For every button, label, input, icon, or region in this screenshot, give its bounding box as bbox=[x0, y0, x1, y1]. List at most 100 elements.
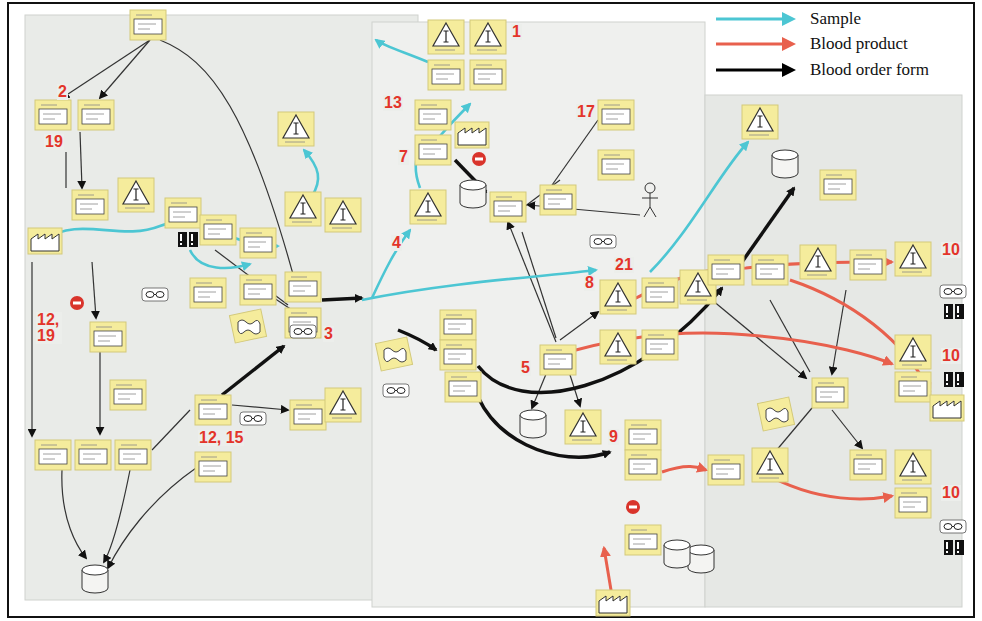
legend-arrow-line bbox=[716, 17, 784, 20]
order-form-lines bbox=[31, 262, 32, 436]
board-panel bbox=[25, 15, 418, 600]
sticky-notes bbox=[742, 105, 778, 139]
order-form-lines bbox=[65, 152, 66, 188]
sticky-notes bbox=[178, 232, 198, 247]
sticky-notes bbox=[240, 228, 276, 258]
callout-number: 19 bbox=[44, 134, 64, 150]
sticky-notes bbox=[383, 384, 409, 397]
sticky-notes bbox=[130, 10, 166, 40]
sticky-notes bbox=[28, 228, 62, 254]
callout-number: 21 bbox=[614, 257, 634, 273]
callout-number: 17 bbox=[576, 104, 596, 120]
sticky-notes bbox=[290, 325, 316, 338]
sticky-notes bbox=[757, 397, 794, 431]
sticky-notes bbox=[115, 440, 151, 470]
order-form-lines bbox=[32, 40, 862, 568]
sticky-notes bbox=[428, 60, 464, 90]
sticky-notes bbox=[596, 590, 630, 616]
sticky-notes bbox=[325, 198, 361, 232]
callout-number: 13 bbox=[383, 95, 403, 111]
order-form-thick-arrows bbox=[742, 188, 794, 262]
sticky-notes bbox=[229, 309, 266, 343]
sticky-notes bbox=[195, 395, 231, 425]
sticky-notes bbox=[895, 488, 931, 518]
sticky-notes bbox=[598, 150, 634, 180]
sticky-notes bbox=[82, 565, 108, 593]
sticky-notes bbox=[850, 450, 886, 480]
sticky-notes bbox=[772, 150, 798, 178]
sticky-notes bbox=[440, 310, 476, 340]
callout-number: 10 bbox=[941, 348, 961, 364]
sticky-notes bbox=[78, 100, 114, 130]
sticky-notes bbox=[820, 170, 856, 200]
sticky-notes bbox=[944, 372, 964, 387]
sticky-notes bbox=[472, 152, 486, 166]
sticky-notes bbox=[800, 245, 836, 279]
order-form-thick-arrows bbox=[472, 376, 610, 457]
sample-arrows bbox=[376, 40, 428, 62]
sticky-notes bbox=[28, 10, 966, 616]
sticky-notes bbox=[410, 190, 446, 224]
legend-arrow bbox=[714, 34, 798, 54]
callout-number: 12, 15 bbox=[198, 430, 244, 446]
sticky-notes bbox=[944, 304, 964, 319]
sticky-notes bbox=[642, 278, 678, 308]
sticky-notes bbox=[626, 500, 640, 514]
legend-arrow-line bbox=[716, 43, 784, 46]
sticky-notes bbox=[600, 330, 636, 364]
sticky-notes bbox=[895, 335, 931, 369]
sticky-notes bbox=[490, 192, 526, 222]
sample-arrows bbox=[362, 270, 596, 300]
sticky-notes bbox=[708, 255, 744, 285]
order-form-lines bbox=[80, 132, 82, 188]
sticky-notes bbox=[118, 178, 154, 212]
sticky-notes bbox=[142, 288, 168, 301]
sticky-notes bbox=[940, 520, 966, 533]
sticky-notes bbox=[565, 410, 601, 444]
sticky-notes bbox=[375, 337, 412, 371]
sticky-notes bbox=[35, 100, 71, 130]
sticky-notes bbox=[642, 330, 678, 360]
blood-product-arrows bbox=[568, 262, 930, 596]
legend-arrow bbox=[714, 9, 798, 29]
sticky-notes bbox=[625, 525, 661, 555]
order-form-lines bbox=[99, 350, 100, 434]
sticky-notes bbox=[812, 378, 848, 408]
order-form-lines bbox=[152, 410, 190, 450]
callout-number: 2 bbox=[57, 84, 68, 100]
order-form-thick-arrows bbox=[222, 160, 794, 457]
sticky-notes bbox=[752, 448, 788, 482]
legend-row: Blood order form bbox=[714, 57, 929, 83]
legend-label: Blood product bbox=[810, 34, 908, 54]
sticky-notes bbox=[325, 388, 361, 422]
sticky-notes bbox=[90, 322, 126, 352]
blood-product-arrows bbox=[662, 466, 706, 472]
sample-arrows bbox=[304, 150, 318, 196]
order-form-lines bbox=[545, 120, 598, 195]
sticky-notes bbox=[540, 185, 576, 215]
order-form-thick-arrows bbox=[322, 298, 362, 300]
sticky-notes bbox=[520, 410, 546, 438]
callout-number: 4 bbox=[391, 235, 402, 251]
callout-number: 10 bbox=[941, 242, 961, 258]
order-form-lines bbox=[832, 410, 862, 448]
sticky-notes bbox=[415, 135, 451, 165]
sticky-notes bbox=[240, 275, 276, 305]
order-form-thick-arrows bbox=[222, 346, 284, 395]
order-form-lines bbox=[62, 40, 150, 98]
sticky-notes bbox=[460, 180, 486, 208]
sticky-notes bbox=[70, 296, 84, 310]
sticky-notes bbox=[708, 455, 744, 485]
legend: SampleBlood productBlood order form bbox=[710, 6, 933, 83]
legend-row: Sample bbox=[714, 6, 929, 32]
order-form-lines bbox=[560, 312, 598, 340]
sample-arrows bbox=[372, 230, 410, 298]
order-form-lines bbox=[508, 222, 556, 342]
sticky-notes bbox=[75, 440, 111, 470]
sticky-notes bbox=[625, 450, 661, 480]
sticky-notes bbox=[285, 192, 321, 226]
order-form-lines bbox=[108, 468, 196, 568]
sticky-notes bbox=[600, 280, 636, 314]
order-form-lines bbox=[232, 405, 288, 410]
